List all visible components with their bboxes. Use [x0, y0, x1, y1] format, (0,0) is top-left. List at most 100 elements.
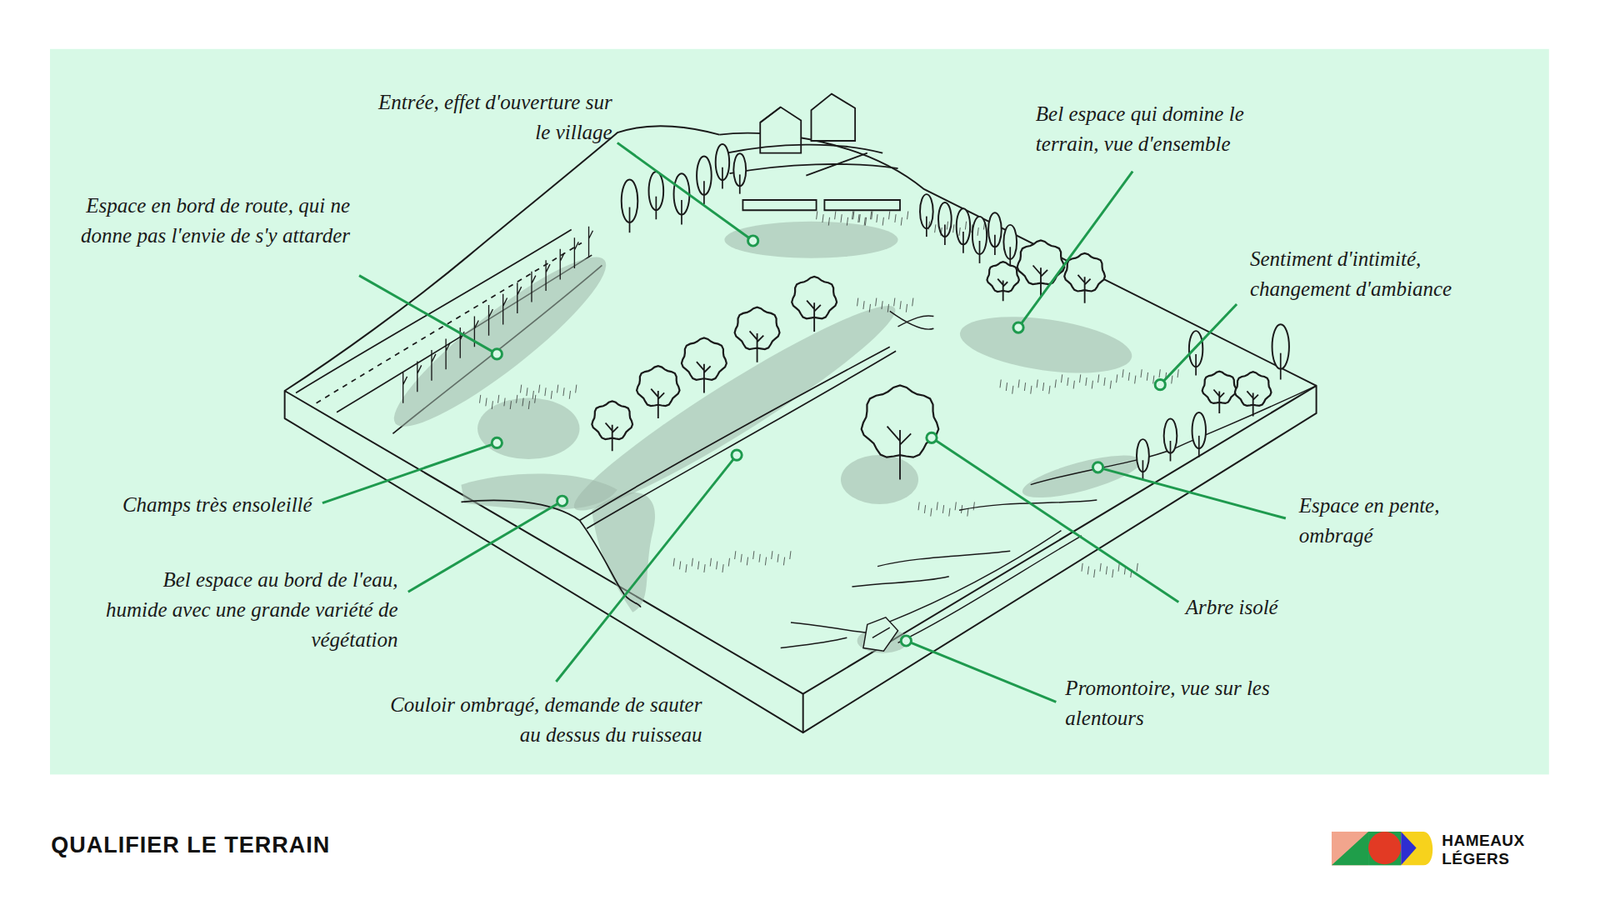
callout-text: Bel espace qui domine le terrain, vue d'… — [1035, 99, 1300, 160]
leader-line — [931, 437, 1179, 602]
leader-line — [1098, 467, 1286, 519]
tree-trunk — [650, 389, 665, 420]
sapling — [589, 226, 594, 258]
illustration-part — [802, 694, 805, 734]
leader-lines — [322, 142, 1286, 702]
leader-line — [555, 455, 737, 682]
grass-tuft — [816, 210, 873, 225]
poplar-tree — [696, 156, 712, 205]
leader-line — [1160, 304, 1237, 385]
round-tree — [681, 337, 727, 393]
page-title: QUALIFIER LE TERRAIN — [50, 832, 330, 859]
illustration-part — [1331, 831, 1369, 865]
round-tree — [1064, 253, 1105, 304]
poplar-tree — [988, 212, 1002, 255]
tree-trunk — [696, 361, 711, 393]
poplar-tree — [1272, 324, 1290, 380]
tree-trunk — [944, 224, 946, 245]
illustration-part — [760, 107, 780, 123]
grass-tuft — [673, 558, 730, 573]
poplar-tree — [1164, 419, 1178, 462]
callout-text: Arbre isolé — [1185, 592, 1361, 623]
grass-tuft — [1000, 380, 1056, 395]
shaded-zones — [377, 221, 1145, 654]
round-tree — [636, 365, 680, 419]
poplar-tree — [674, 173, 690, 225]
leader-line — [905, 640, 1056, 702]
illustration-part — [1368, 831, 1401, 865]
tree-trunk — [1213, 390, 1225, 414]
illustration-part — [1400, 831, 1433, 865]
round-tree — [591, 400, 633, 451]
grass-tuft — [1122, 369, 1179, 384]
illustration-part — [805, 153, 867, 176]
callout-text: Champs très ensoleillé — [15, 490, 313, 520]
stream — [460, 346, 896, 607]
sapling — [531, 271, 536, 303]
leader-dot — [731, 450, 742, 460]
sapling — [403, 372, 408, 404]
sapling — [445, 339, 450, 370]
round-tree — [1202, 371, 1237, 414]
illustration-part — [1368, 831, 1401, 865]
round-tree — [791, 276, 837, 332]
callout-text: Couloir ombragé, demande de sauter au de… — [388, 690, 702, 750]
leader-line — [617, 142, 754, 241]
tree-trunk — [1033, 265, 1049, 298]
trees — [403, 144, 1290, 480]
tree-trunk — [979, 240, 981, 264]
leader-dot — [1013, 322, 1024, 333]
tree-trunk — [629, 207, 631, 234]
leader-dot — [557, 495, 568, 506]
tree-trunk — [605, 422, 619, 451]
illustration-part — [726, 145, 883, 154]
sapling — [431, 350, 436, 381]
sapling — [574, 237, 579, 269]
sapling — [517, 282, 522, 314]
tree-trunk — [925, 216, 928, 237]
illustration-part — [1019, 446, 1145, 506]
poplar-tree — [920, 194, 934, 237]
sapling — [545, 260, 550, 291]
illustration-part — [872, 627, 890, 638]
tree-trunk — [1246, 390, 1259, 416]
illustration-part — [586, 350, 896, 529]
sapling — [489, 305, 494, 336]
poplar-tree — [1136, 439, 1150, 480]
terrain-block — [285, 125, 1317, 733]
illustration-part — [810, 94, 855, 141]
grass-tuft — [480, 395, 536, 410]
leader-line — [322, 442, 497, 503]
leader-line — [359, 275, 497, 355]
tree-trunk — [806, 300, 821, 332]
illustration-part — [1331, 831, 1369, 865]
illustration-part — [887, 530, 1061, 623]
callout-text: Espace en pente, ombragé — [1299, 490, 1485, 551]
tree-trunk — [997, 279, 1008, 302]
grass-tuft — [857, 298, 914, 313]
round-tree — [735, 307, 780, 363]
poplar-tree — [649, 171, 665, 220]
leader-dot — [748, 235, 759, 246]
round-tree — [1017, 240, 1065, 298]
poplar-tree — [715, 144, 730, 189]
sapling — [417, 360, 422, 392]
tree-trunk — [1280, 353, 1282, 380]
tree-trunk — [962, 231, 965, 254]
tree-trunk — [1198, 435, 1200, 458]
tree-trunk — [1142, 460, 1145, 480]
tree-trunk — [1077, 275, 1090, 304]
poplar-tree — [733, 153, 746, 194]
tree-trunk — [1170, 440, 1172, 461]
tree-trunk — [750, 330, 765, 362]
illustration-part — [877, 550, 1010, 566]
poplar-tree — [956, 208, 970, 253]
logo-mark — [1331, 831, 1433, 865]
leader-dot — [926, 432, 937, 443]
illustration-part — [580, 346, 890, 520]
illustration-part — [1030, 385, 1317, 485]
illustration-part — [780, 637, 848, 648]
tree-trunk — [994, 235, 996, 255]
sapling — [560, 249, 565, 280]
